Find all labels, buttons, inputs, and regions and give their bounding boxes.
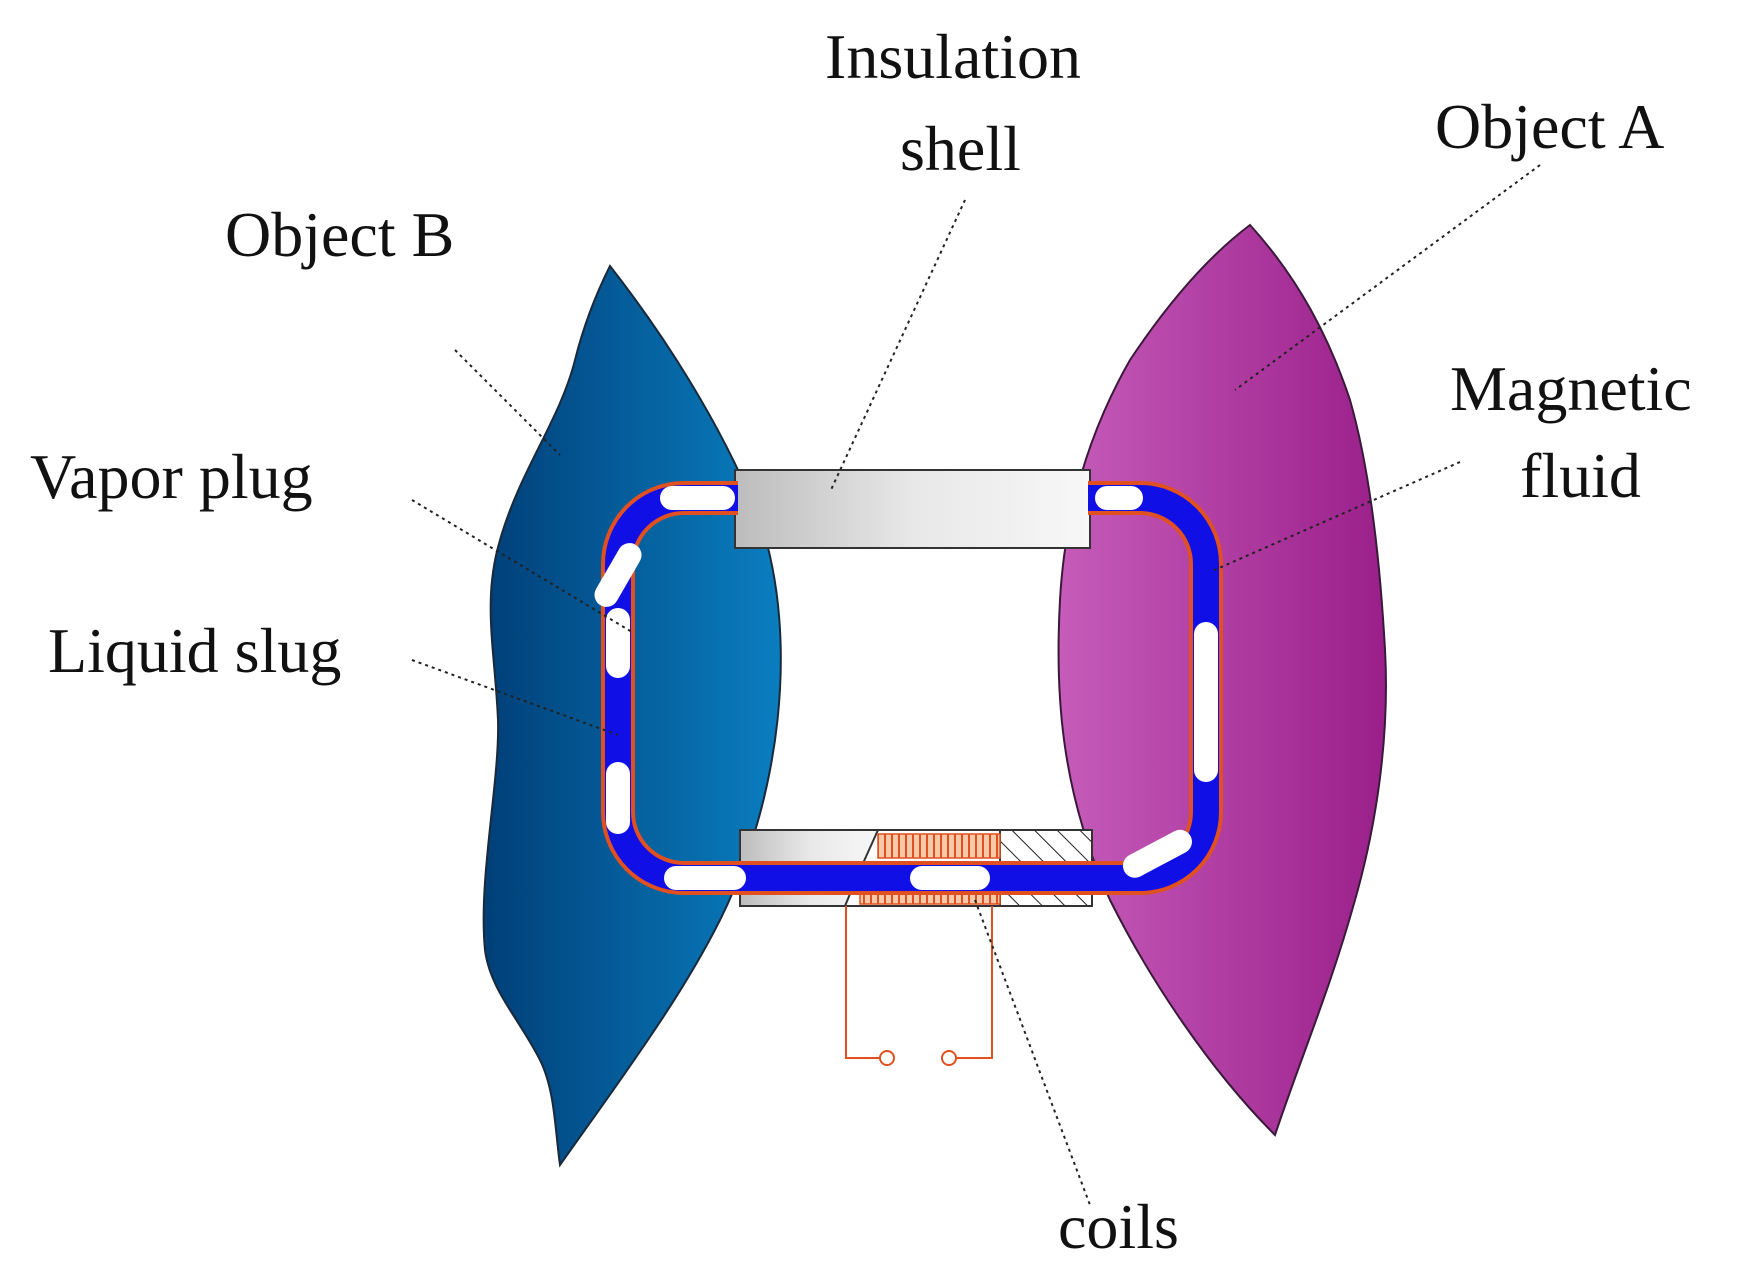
vapor-plug — [1194, 622, 1218, 782]
vapor-plug — [660, 486, 735, 510]
label-insulation-line1: Insulation — [825, 21, 1081, 92]
leader-liquid-slug — [411, 659, 619, 736]
label-object-a: Object A — [1435, 91, 1664, 162]
label-magnetic-line2: fluid — [1520, 440, 1641, 511]
vapor-plug — [594, 543, 642, 607]
vapor-plug — [1095, 486, 1143, 510]
label-coils: coils — [1058, 1191, 1179, 1262]
label-vapor-plug: Vapor plug — [30, 441, 313, 512]
label-magnetic-line1: Magnetic — [1450, 353, 1692, 424]
vapor-plugs — [594, 486, 1218, 890]
vapor-plug — [606, 608, 630, 678]
coil-winding-top — [877, 833, 1001, 859]
leader-coils — [974, 899, 1091, 1206]
leader-object-b — [454, 349, 561, 456]
label-liquid-slug: Liquid slug — [48, 615, 341, 686]
leader-vapor-plug — [411, 499, 633, 633]
coil-circuit — [845, 906, 993, 1066]
label-insulation-line2: shell — [900, 113, 1021, 184]
label-object-b: Object B — [225, 199, 454, 270]
vapor-plug — [910, 866, 990, 890]
vapor-plug — [664, 866, 746, 890]
leader-insulation — [829, 199, 966, 493]
vapor-plug — [606, 762, 630, 834]
leader-object-a — [1234, 164, 1541, 391]
vapor-plug — [1122, 829, 1192, 878]
